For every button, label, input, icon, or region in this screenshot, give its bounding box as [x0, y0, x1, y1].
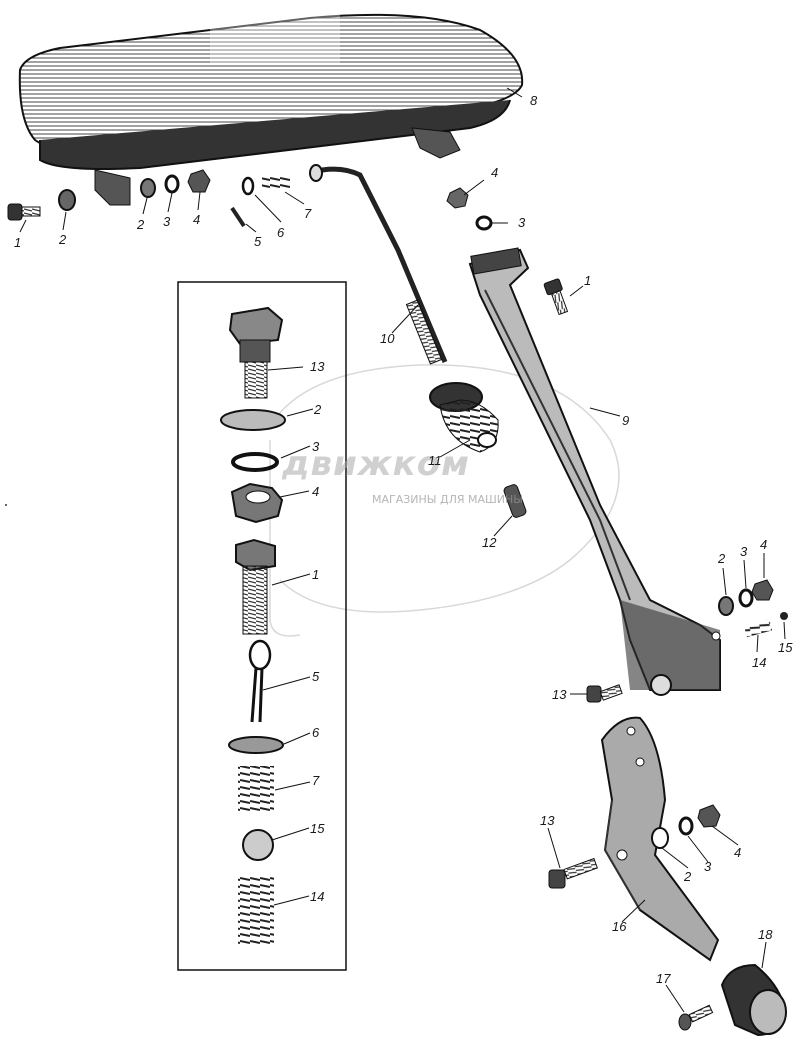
inset-bolt-13	[228, 306, 284, 399]
lock-washer-part	[738, 588, 754, 608]
callout-label: 5	[254, 234, 262, 249]
watermark-title: движком	[282, 444, 470, 484]
callout-label: 13	[552, 687, 567, 702]
lock-washer-part	[678, 816, 694, 836]
nut-part	[187, 169, 211, 193]
callout-label: 12	[482, 535, 497, 550]
inset-lock-washer-3	[231, 452, 279, 472]
callout-label: 15	[310, 821, 325, 836]
washer-part	[241, 176, 255, 196]
screw-part	[678, 1004, 714, 1031]
callout-label: 16	[612, 919, 627, 934]
callout-label: 14	[310, 889, 325, 904]
bolt-part	[543, 278, 569, 316]
callout-label: 7	[304, 206, 312, 221]
armrest-pad-part	[18, 13, 524, 206]
spring-part	[262, 176, 290, 190]
callout-label: 4	[193, 212, 201, 227]
washer-part	[651, 827, 669, 849]
spring-part	[743, 618, 773, 638]
callout-label: 14	[752, 655, 767, 670]
inset-cotter-pin-5	[248, 639, 272, 723]
callout-label: 2	[718, 551, 726, 566]
washer-part	[718, 596, 734, 616]
inset-bolt-1	[235, 538, 276, 635]
callout-label: 2	[59, 232, 67, 247]
callout-label: 11	[428, 453, 442, 468]
callout-label: 3	[312, 439, 320, 454]
callout-label: 10	[380, 331, 395, 346]
washer-part	[140, 178, 156, 198]
callout-label: 13	[540, 813, 555, 828]
inset-detail-frame	[177, 281, 347, 971]
ball-part	[780, 612, 788, 620]
bolt-part	[548, 857, 598, 889]
callout-label: 8	[530, 93, 538, 108]
callout-label: 9	[622, 413, 630, 428]
inset-nut-4	[230, 482, 284, 524]
lock-washer-part	[164, 174, 180, 194]
leader-lines	[19, 87, 786, 1013]
inset-ball-15	[242, 829, 274, 861]
callout-label: 4	[312, 484, 320, 499]
callout-label: 3	[704, 859, 712, 874]
nut-part	[751, 579, 774, 601]
callout-label: 13	[310, 359, 325, 374]
callout-label: 2	[137, 217, 145, 232]
callout-label: 4	[491, 165, 499, 180]
callout-label: 4	[760, 537, 768, 552]
callout-label: 15	[778, 640, 793, 655]
callout-label: 7	[312, 773, 320, 788]
inset-spring-14	[238, 874, 274, 946]
callout-label: 1	[312, 567, 320, 582]
callout-label: 17	[656, 971, 671, 986]
callout-label: 2	[684, 869, 692, 884]
callout-label: 4	[734, 845, 742, 860]
rubber-boot-part	[429, 382, 499, 453]
callout-label: 5	[312, 669, 320, 684]
knob-part	[720, 963, 787, 1037]
nut-part	[446, 187, 469, 209]
callout-label: 3	[740, 544, 748, 559]
callout-label: 2	[314, 402, 322, 417]
inset-spring-7	[238, 766, 274, 812]
nut-part	[697, 804, 721, 828]
support-arm-part	[468, 247, 721, 696]
callout-label: 3	[518, 215, 526, 230]
bolt-part	[586, 684, 623, 703]
callout-label: 3	[163, 214, 171, 229]
callout-label: 6	[277, 225, 285, 240]
watermark-subtitle: МАГАЗИНЫ ДЛЯ МАШИНЫ	[372, 493, 523, 506]
callout-label: 6	[312, 725, 320, 740]
stray-dot	[5, 504, 7, 506]
callout-label: 1	[584, 273, 592, 288]
lever-plate-part	[600, 716, 720, 962]
callout-label: 1	[14, 235, 22, 250]
inset-washer-2	[220, 409, 286, 431]
callout-label: 18	[758, 927, 773, 942]
pin-part	[503, 484, 527, 518]
watermark-logo-shape	[267, 364, 620, 637]
lock-washer-part	[475, 215, 493, 231]
inset-washer-6	[228, 736, 284, 754]
rod-part	[309, 164, 448, 365]
washer-part	[58, 189, 76, 211]
bolt-part	[7, 203, 41, 221]
cotter-pin-part	[230, 206, 246, 228]
